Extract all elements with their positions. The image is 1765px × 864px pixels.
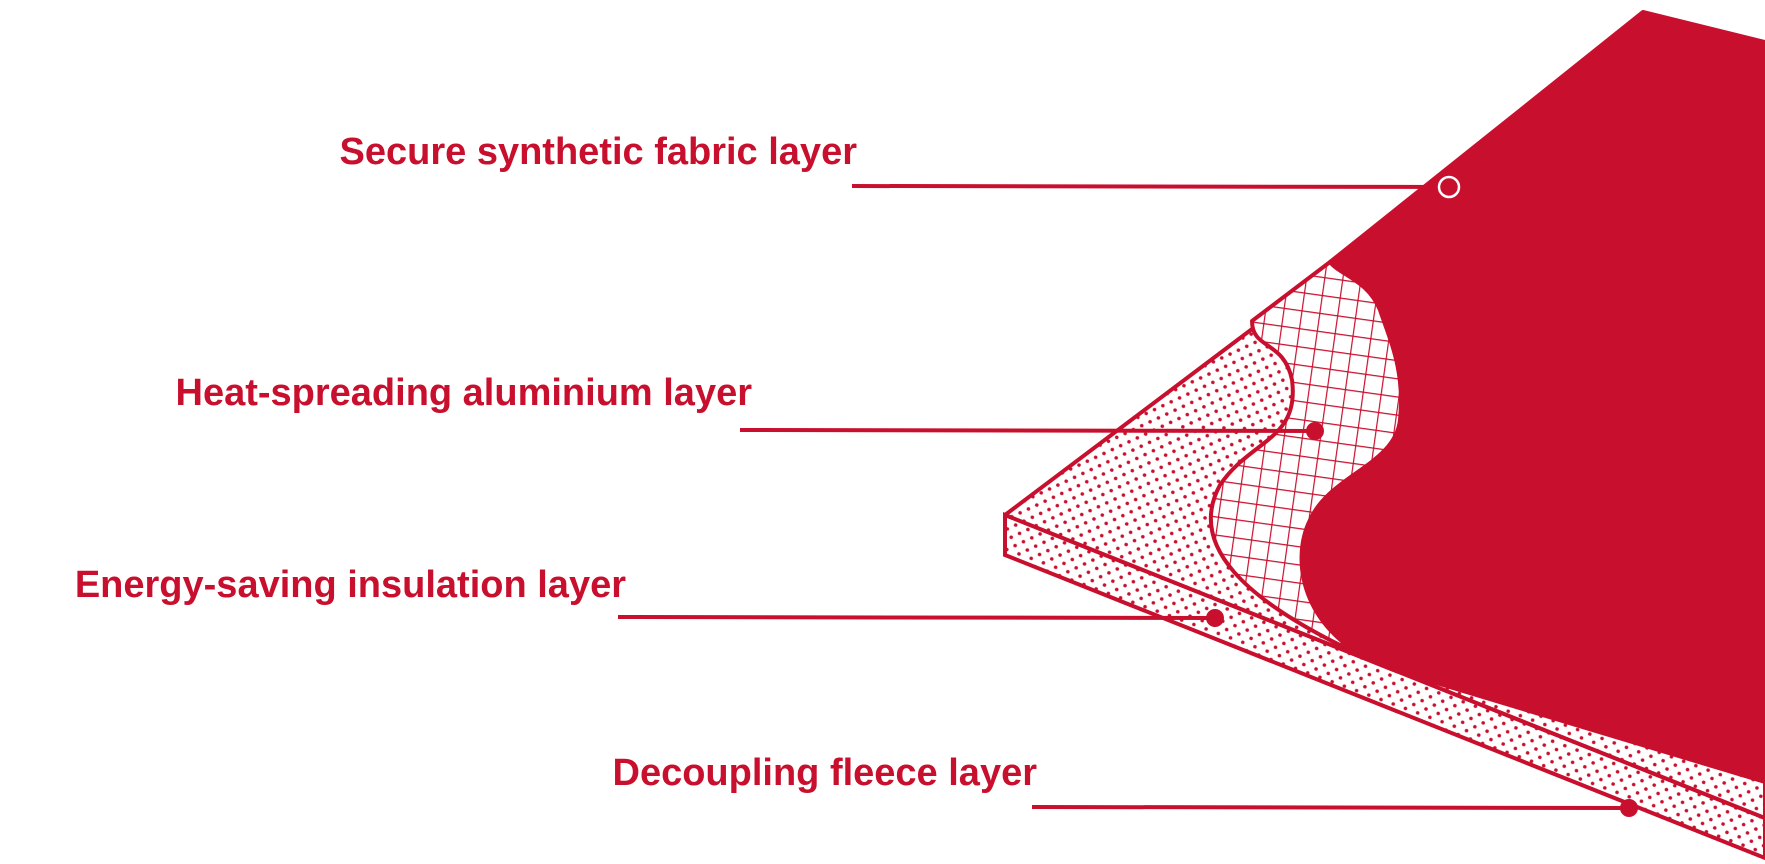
label-aluminium: Heat-spreading aluminium layer bbox=[176, 372, 753, 414]
leader-fabric bbox=[851, 175, 1461, 199]
leader-fleece bbox=[1031, 799, 1638, 817]
label-fabric: Secure synthetic fabric layer bbox=[340, 131, 858, 173]
leader-aluminium bbox=[739, 422, 1324, 440]
leader-insulation bbox=[617, 609, 1224, 627]
leader-line-fleece bbox=[1031, 805, 1629, 810]
label-insulation: Energy-saving insulation layer bbox=[75, 564, 626, 606]
leader-line-aluminium bbox=[739, 428, 1315, 433]
label-fleece: Decoupling fleece layer bbox=[613, 752, 1038, 794]
marker-fleece bbox=[1620, 799, 1638, 817]
marker-aluminium bbox=[1306, 422, 1324, 440]
leader-line-fabric bbox=[851, 184, 1449, 189]
leader-line-insulation bbox=[617, 615, 1214, 620]
fabric-layer-surface bbox=[1299, 10, 1765, 784]
marker-fabric bbox=[1437, 175, 1461, 199]
marker-insulation bbox=[1206, 609, 1224, 627]
